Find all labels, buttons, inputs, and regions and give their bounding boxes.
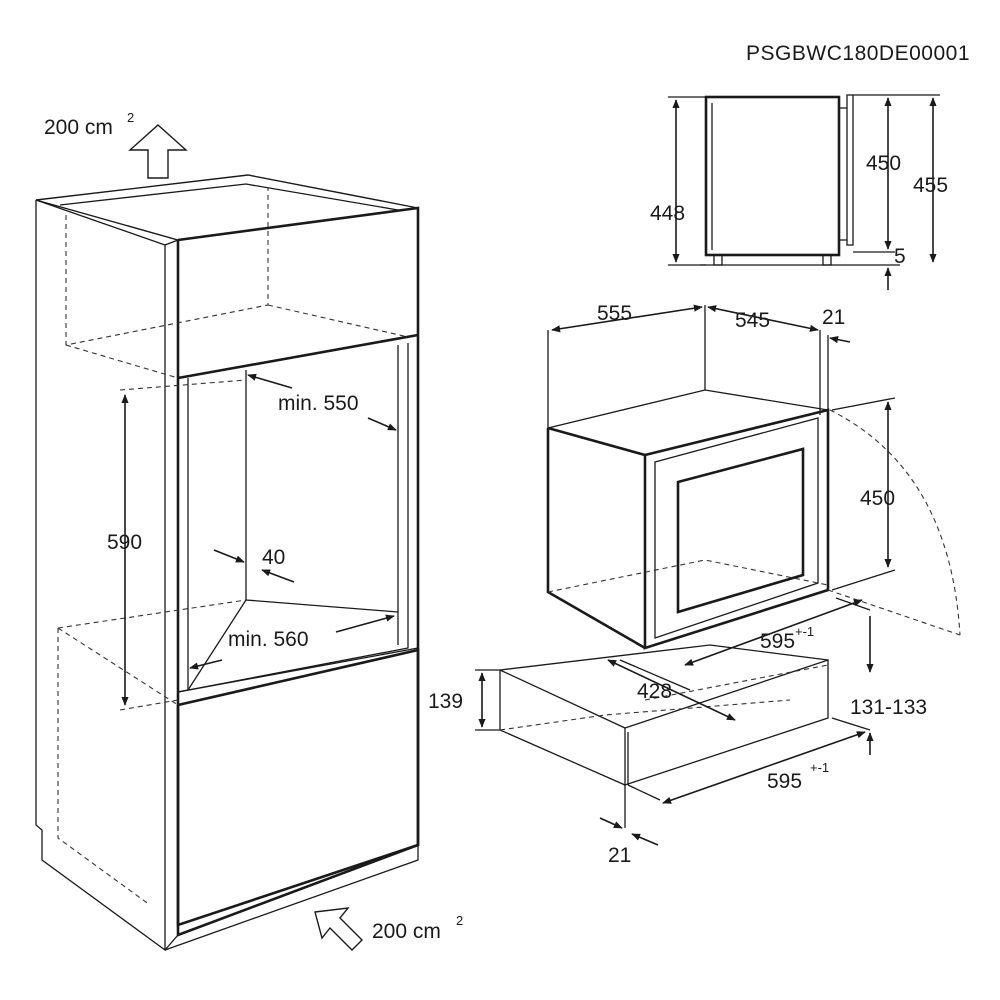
appliance-depth-label: 545 (735, 309, 770, 332)
niche-depth-top-label: min. 550 (278, 392, 359, 415)
niche-height-label: 590 (107, 531, 142, 554)
airflow-up-arrow-icon (128, 124, 188, 179)
document-code: PSGBWC180DE00001 (746, 42, 970, 65)
niche-depth-bottom-label: min. 560 (228, 628, 309, 651)
ventilation-top-exp: 2 (127, 110, 134, 125)
ventilation-bottom-label: 200 cm (372, 920, 441, 943)
drawer-height-label: 139 (428, 690, 463, 713)
front-height-label: 450 (866, 152, 901, 175)
side-gap-label: 40 (262, 546, 285, 569)
side-height-label: 448 (650, 202, 685, 225)
drawer-gap-label: 131-133 (850, 696, 927, 719)
ventilation-bottom-exp: 2 (456, 913, 463, 928)
niche-dimensions: 590 min. 550 40 min. 560 (107, 373, 397, 706)
tall-cabinet (35, 174, 420, 952)
front-width-tolerance: +-1 (795, 624, 814, 639)
inner-depth-label: 428 (637, 680, 672, 703)
appliance-height-label: 450 (860, 487, 895, 510)
drawer-front-width-label: 595 (767, 770, 802, 793)
total-height-label: 455 (913, 174, 948, 197)
ventilation-top: 200 cm 2 (44, 110, 188, 179)
side-view: 448 450 455 5 (650, 94, 948, 290)
drawer-front-width-tolerance: +-1 (810, 760, 829, 775)
front-thickness-label: 21 (822, 306, 845, 329)
front-width-label: 595 (760, 630, 795, 653)
appliance-width-label: 555 (597, 302, 632, 325)
drawer-view: 139 428 131-133 595 +-1 21 (428, 644, 927, 867)
ventilation-bottom: 200 cm 2 (314, 907, 463, 951)
ventilation-top-label: 200 cm (44, 116, 113, 139)
appliance-view: 555 545 21 450 595 +-1 (546, 302, 961, 673)
airflow-in-arrow-icon (314, 907, 363, 951)
drawer-front-thickness-label: 21 (608, 844, 631, 867)
foot-height-label: 5 (894, 245, 906, 268)
